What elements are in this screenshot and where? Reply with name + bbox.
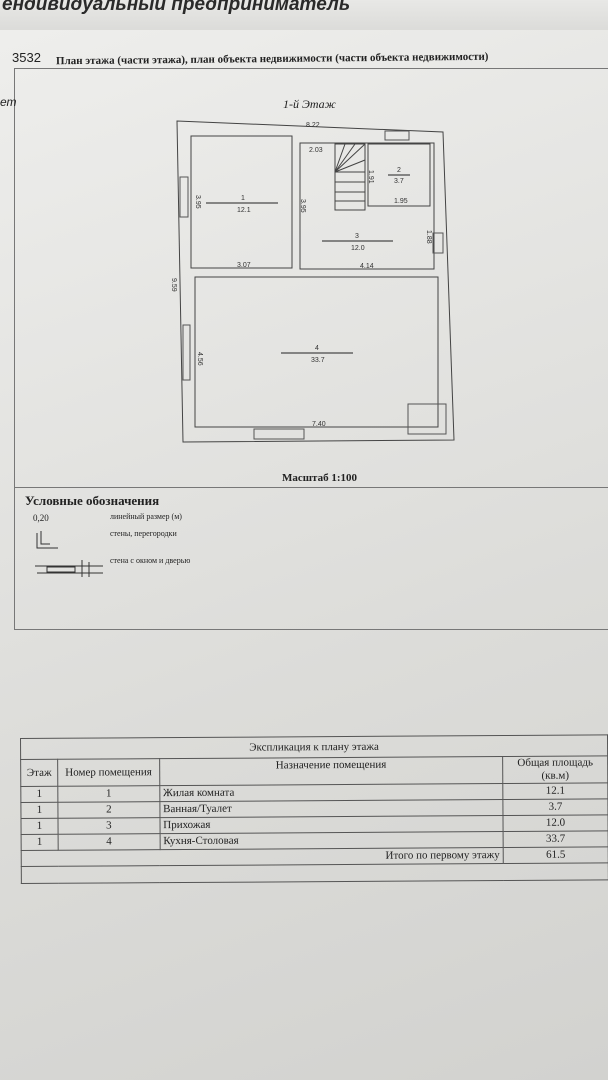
room-2-area: 3.7: [394, 178, 404, 185]
dim-top: 8.22: [306, 122, 320, 129]
left-cut-text: ет: [0, 95, 17, 109]
legend-item-dimension: линейный размер (м): [110, 512, 182, 521]
window-door-symbol-icon: [35, 560, 103, 577]
header-room-num: Номер помещения: [57, 758, 160, 787]
room-1-outline: [190, 135, 293, 269]
header-area: Общая площадь (кв.м): [502, 755, 608, 784]
legend-title: Условные обозначения: [25, 493, 160, 508]
dim-r1-h: 3.95: [194, 195, 201, 209]
room-3-area: 12.0: [351, 245, 365, 252]
dim-bath-h: 1.91: [367, 170, 374, 184]
plan-frame: [14, 68, 608, 630]
legend-item-window-door: стена с окном и дверью: [110, 556, 191, 565]
header-purpose: Назначение помещения: [159, 756, 503, 786]
dim-mid-h: 3.95: [299, 199, 306, 213]
scale-label: Масштаб 1:100: [282, 472, 358, 484]
dim-kitchen-h: 4.56: [196, 352, 203, 366]
room-4-area: 33.7: [311, 357, 325, 364]
explication-table: Экспликация к плану этажа Этаж Номер пом…: [20, 734, 608, 884]
window-icon: [179, 130, 447, 440]
room-3-num: 3: [355, 233, 359, 240]
room-2-outline: [367, 143, 431, 207]
wall-symbol-icon: [36, 533, 58, 549]
dim-hall-h: 1.88: [425, 230, 432, 244]
room-4-num: 4: [315, 345, 319, 352]
document-sheet: [0, 30, 608, 1080]
staircase-icon: [334, 143, 366, 211]
dim-stair: 2.03: [309, 147, 323, 154]
total-value: 61.5: [503, 846, 608, 864]
room-1-area: 12.1: [237, 207, 251, 214]
legend-sample-dim: 0,20: [33, 513, 49, 523]
outer-wall: [176, 120, 455, 443]
legend-item-walls: стены, перегородки: [110, 529, 177, 538]
dim-bath-w: 1.95: [394, 198, 408, 205]
legend-symbols: [35, 531, 103, 577]
header-floor: Этаж: [20, 759, 58, 787]
room-3-outline: [299, 142, 435, 270]
room-2-num: 2: [397, 167, 401, 174]
doc-number: 3532: [12, 50, 41, 65]
floor-label: 1-й Этаж: [283, 97, 336, 111]
dim-hall-w: 4.14: [360, 263, 374, 270]
underlying-header: ендивидуальный предприниматель: [2, 0, 351, 15]
dim-total-h: 9.59: [170, 278, 177, 292]
frame-divider: [14, 487, 608, 488]
room-1-num: 1: [241, 195, 245, 202]
dim-r1-w: 3.07: [237, 262, 251, 269]
dim-kitchen-w: 7.40: [312, 421, 326, 428]
room-4-outline: [194, 276, 439, 428]
room-label-lines: [206, 174, 410, 354]
table-empty-row: [21, 862, 608, 884]
